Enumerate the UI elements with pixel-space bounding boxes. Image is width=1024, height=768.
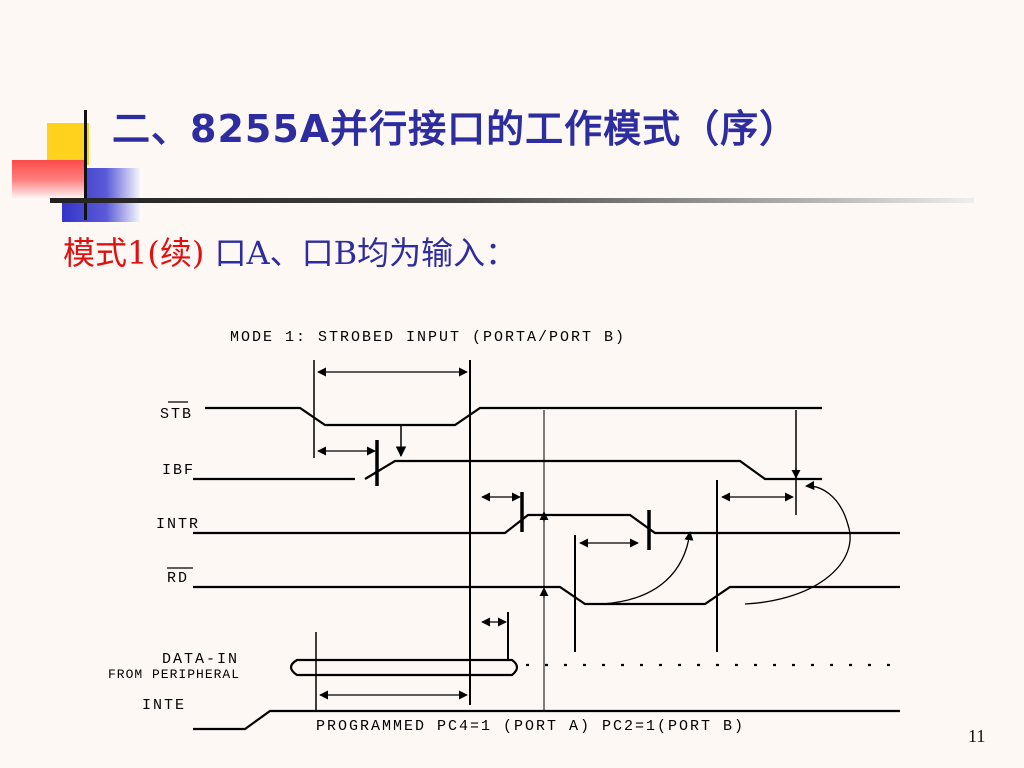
waveform-ibf [193, 459, 822, 481]
deco-yellow-square [47, 123, 89, 165]
curve-rd-to-ibf [744, 480, 851, 605]
waveform-intr [193, 513, 900, 535]
page-title: 二、8255A并行接口的工作模式（序） [112, 107, 799, 151]
subtitle-description: 口A、口B均为输入： [204, 234, 518, 272]
page-number: 11 [968, 726, 986, 746]
label-rd: RD [167, 570, 189, 587]
waveform-stb [205, 406, 822, 427]
diagram-footer: PROGRAMMED PC4=1 (PORT A) PC2=1(PORT B) [316, 718, 745, 735]
label-from-peripheral: FROM PERIPHERAL [108, 667, 240, 682]
subtitle-mode: 模式1(续) [63, 234, 205, 272]
diagram-heading: MODE 1: STROBED INPUT (PORTA/PORT B) [230, 329, 626, 346]
label-data-in: DATA-IN [162, 651, 239, 668]
waveform-data-in-valid [289, 658, 519, 677]
label-ibf: IBF [162, 462, 195, 479]
curve-rd-to-intr [601, 531, 694, 605]
label-stb: STB [160, 406, 193, 423]
label-inte: INTE [142, 697, 186, 714]
deco-vertical-bar [84, 110, 87, 220]
subtitle: 模式1(续) 口A、口B均为输入： [63, 228, 517, 274]
label-intr: INTR [156, 516, 200, 533]
deco-red-square [12, 160, 84, 200]
waveform-rd [193, 585, 900, 606]
title-divider [50, 198, 974, 203]
waveform-inte [193, 709, 900, 731]
